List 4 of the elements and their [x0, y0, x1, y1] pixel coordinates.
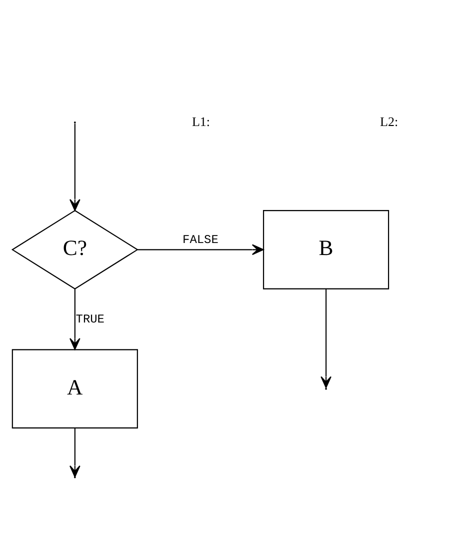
- label: L1:: [192, 113, 210, 128]
- label: L2:: [380, 113, 398, 128]
- edge-label: FALSE: [182, 232, 218, 246]
- edge-label: TRUE: [76, 312, 104, 326]
